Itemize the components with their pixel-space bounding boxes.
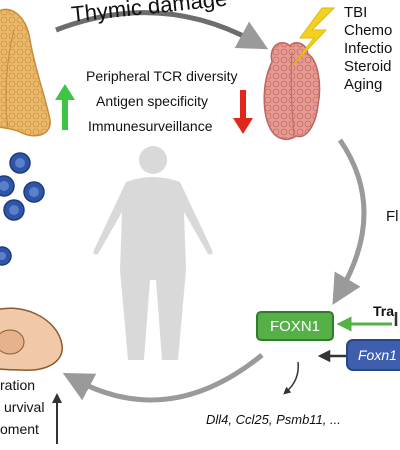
cause-tbi: TBI [344,4,368,21]
cause-aging: Aging [344,76,383,93]
transcription-label: Tra [373,303,395,319]
cause-steroid: Steroid [344,58,392,75]
cause-chemo: Chemo [344,22,393,39]
cycle-arrow-bottom [62,353,264,403]
human-silhouette-icon [93,146,213,360]
bottom-label-3: oment [0,421,39,437]
lightning-icon [291,7,336,67]
immune-cells [0,152,45,266]
healthy-thymus-icon [0,8,51,137]
label-immunesurveillance: Immunesurveillance [88,118,213,134]
label-tcr-diversity: Peripheral TCR diversity [86,68,238,84]
foxn1-protein-box: FOXN1 [256,311,334,341]
up-arrow-icon [55,84,75,130]
bottom-label-1: ration [0,377,36,393]
target-genes-label: Dll4, Ccl25, Psmb11, ... [206,412,341,427]
target-genes-arrow [283,361,299,395]
damaged-thymus-icon [263,41,321,141]
bottom-label-2: urvival [4,399,45,415]
foxn1-transcript-box: Foxn1 [346,339,400,371]
epithelial-cell-icon [0,307,63,371]
label-antigen-specificity: Antigen specificity [96,93,209,109]
right-cut-label: Fl [386,208,399,225]
cause-infection: Infectio [344,40,393,57]
down-arrow-icon [233,90,253,134]
cycle-arrow-right [332,138,367,305]
thymic-damage-arrow [55,10,269,50]
